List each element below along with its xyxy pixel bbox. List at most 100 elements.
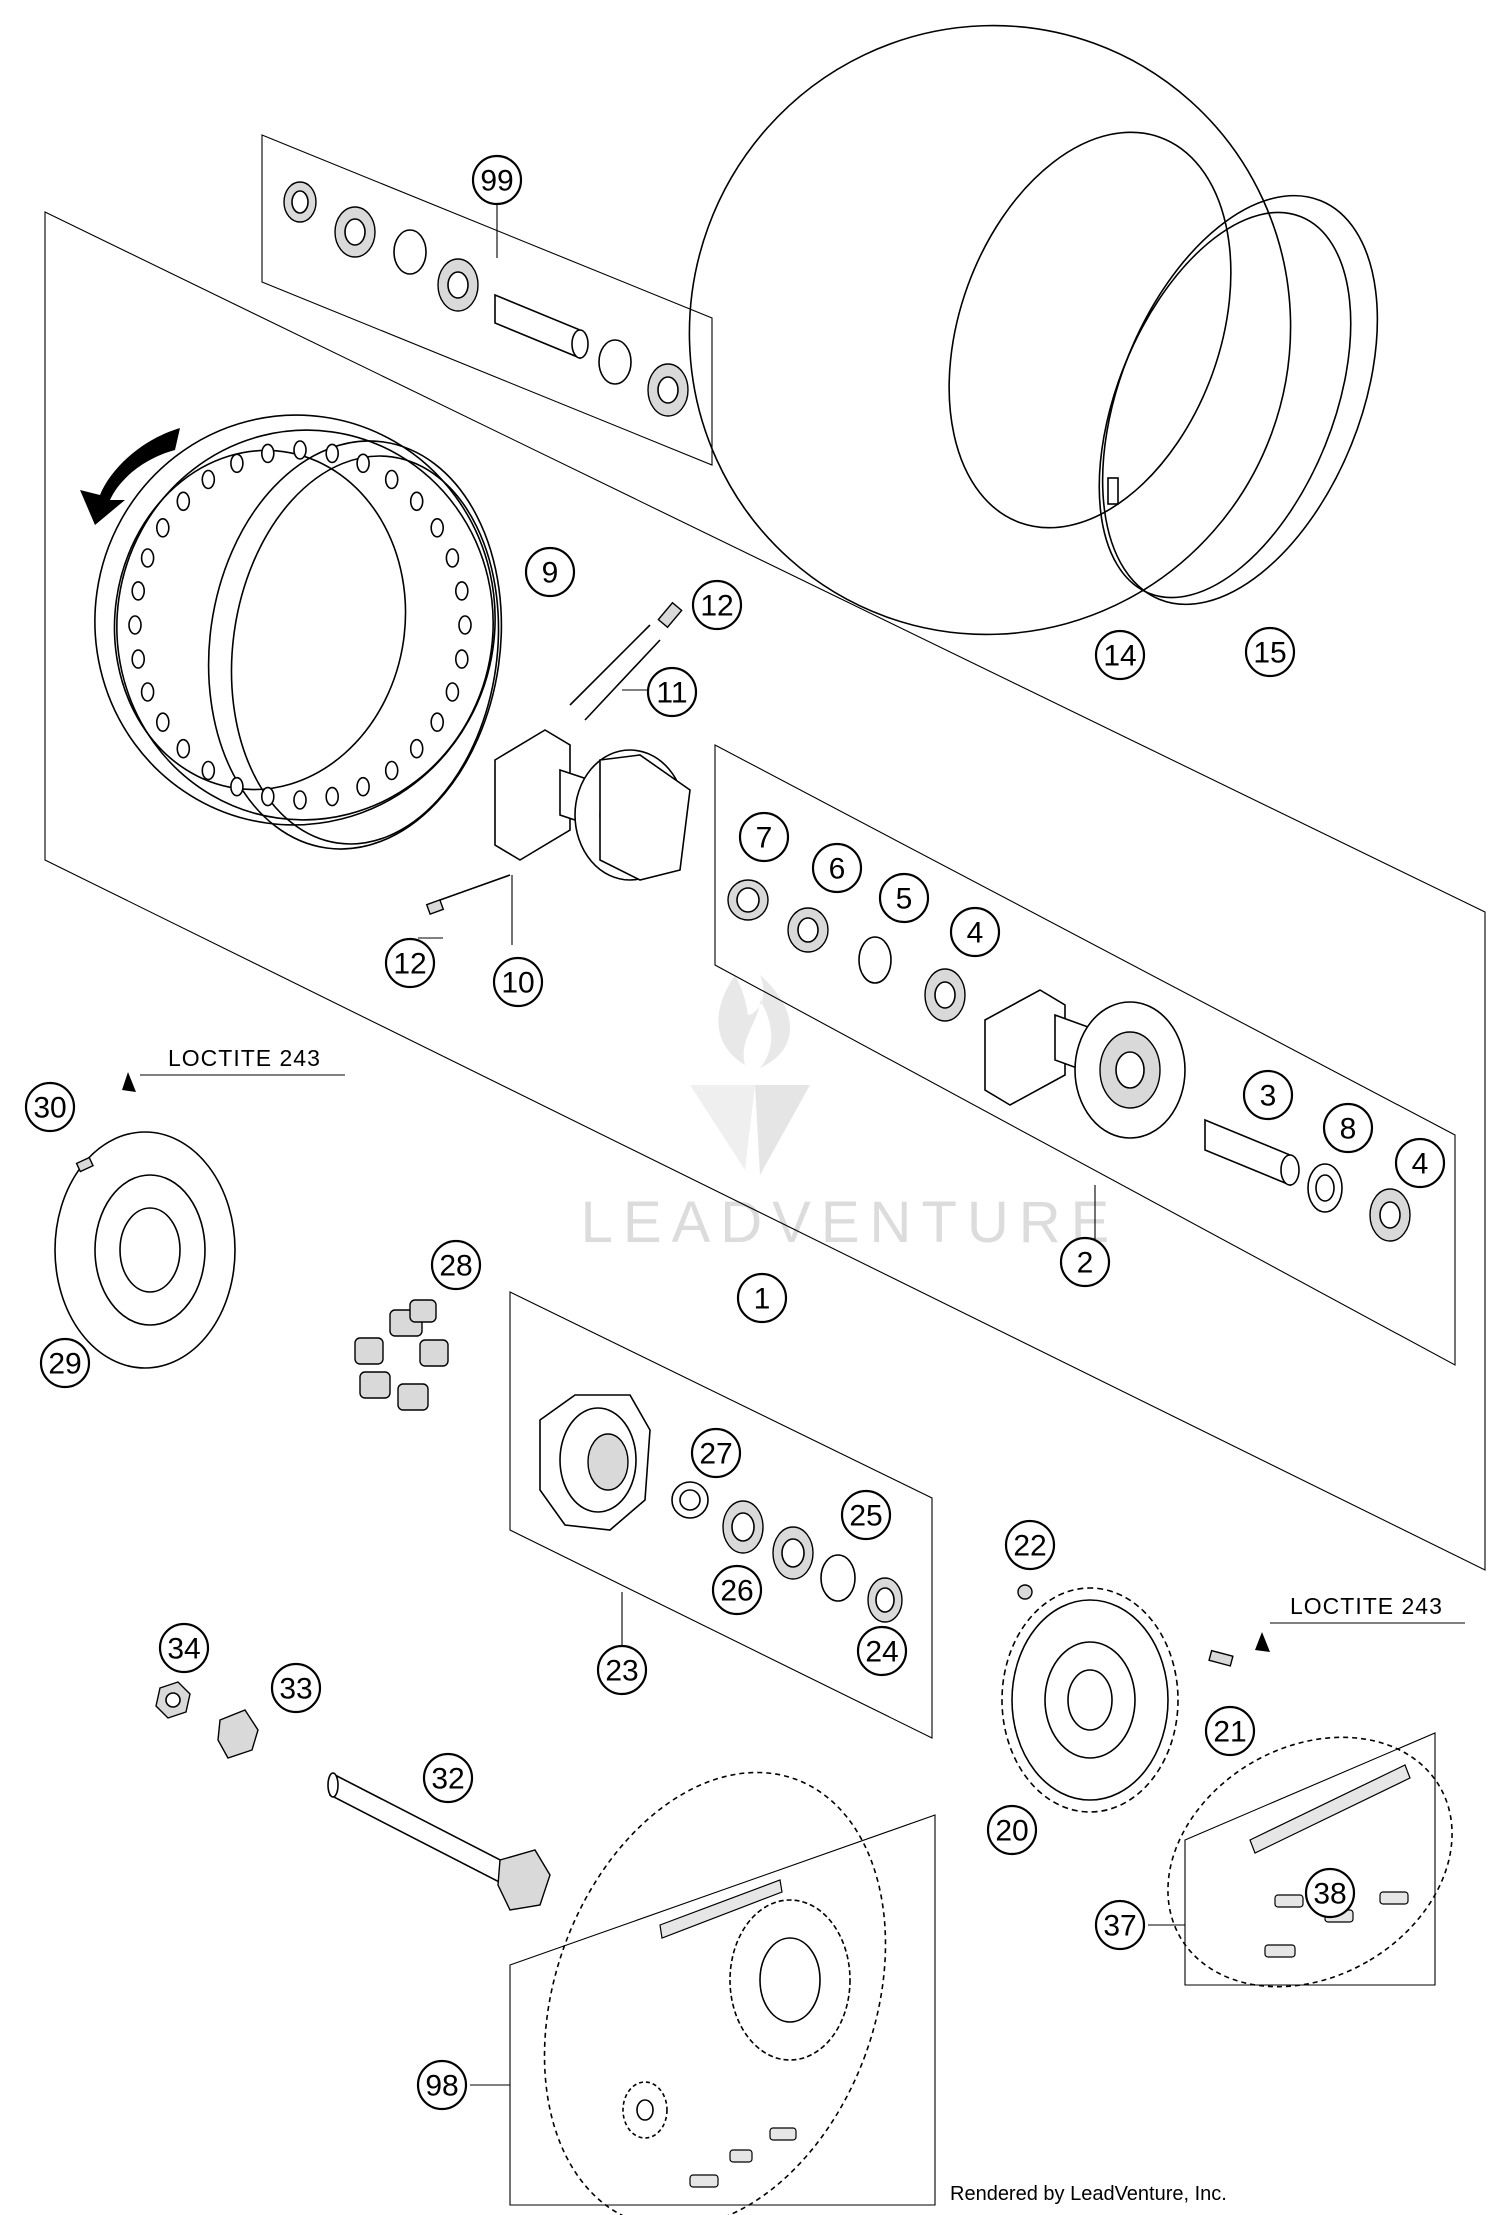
sprocket-carrier-frame	[509, 1291, 933, 1739]
spoke-hole	[201, 760, 216, 781]
callout-number: 38	[1313, 1878, 1346, 1911]
leadventure-watermark-logo	[690, 975, 810, 1175]
callout-7: 7	[738, 811, 790, 863]
spoke-hole	[128, 615, 142, 635]
callout-number: 12	[700, 590, 733, 623]
bearing-kit-frame	[261, 134, 713, 466]
chain-and-master-link	[1167, 1736, 1453, 1988]
loctite-note-left: LOCTITE 243	[168, 1045, 321, 1071]
callout-number: 9	[542, 557, 559, 590]
callout-24: 24	[856, 1625, 908, 1677]
spoke-hole	[260, 786, 275, 807]
callout-23: 23	[596, 1644, 648, 1696]
callout-number: 6	[829, 853, 846, 886]
spoke-and-nipple	[425, 601, 683, 915]
callout-12: 12	[691, 579, 743, 631]
callout-number: 25	[849, 1500, 882, 1533]
callout-8: 8	[1322, 1102, 1374, 1154]
callout-number: 4	[967, 917, 984, 950]
callout-20: 20	[986, 1804, 1038, 1856]
spoke-hole	[445, 682, 460, 702]
callout-4: 4	[1394, 1137, 1446, 1189]
spoke-hole	[140, 682, 155, 702]
spoke-hole	[230, 453, 244, 474]
callout-number: 26	[720, 1575, 753, 1608]
callout-10: 10	[492, 956, 544, 1008]
spoke-hole	[230, 776, 244, 797]
callout-6: 6	[811, 842, 863, 894]
brake-disc	[54, 1131, 236, 1369]
callout-25: 25	[840, 1489, 892, 1541]
callout-14: 14	[1094, 629, 1146, 681]
brake-disc-bolt	[75, 1072, 136, 1173]
callout-15: 15	[1244, 626, 1296, 678]
tire	[688, 24, 1292, 636]
spoke-hole	[293, 440, 307, 460]
callout-number: 20	[995, 1815, 1028, 1848]
spoke-hole	[384, 469, 399, 490]
loctite-note-right: LOCTITE 243	[1290, 1593, 1443, 1619]
callout-37: 37	[1094, 1899, 1146, 1951]
spoke-hole	[131, 649, 145, 669]
callout-number: 28	[439, 1250, 472, 1283]
callout-5: 5	[878, 872, 930, 924]
callout-number: 15	[1253, 637, 1286, 670]
chain-frame	[1184, 1732, 1436, 1986]
callout-number: 34	[167, 1633, 200, 1666]
spoke-hole	[356, 776, 370, 797]
rim-spoke-holes	[128, 440, 472, 810]
spoke-hole	[176, 738, 191, 759]
callout-33: 33	[270, 1662, 322, 1714]
rim-band	[1098, 194, 1379, 606]
callout-4: 4	[949, 906, 1001, 958]
callout-number: 3	[1260, 1080, 1277, 1113]
spoke-hole	[356, 453, 370, 474]
callout-12: 12	[384, 937, 436, 989]
rear-sprocket	[1001, 1587, 1179, 1813]
callout-number: 27	[699, 1438, 732, 1471]
spoke-hole	[454, 581, 469, 601]
sprocket-nut-and-bolt	[1017, 1584, 1270, 1667]
callout-number: 24	[865, 1636, 898, 1669]
callout-number: 29	[48, 1348, 81, 1381]
callout-38: 38	[1304, 1867, 1356, 1919]
render-credit: Rendered by LeadVenture, Inc.	[950, 2183, 1227, 2205]
callout-number: 4	[1412, 1148, 1429, 1181]
cush-drive-dampers	[354, 1299, 449, 1411]
spoke-hole	[293, 790, 307, 810]
spoke-hole	[409, 491, 424, 512]
spoke-hole	[156, 517, 170, 538]
callout-9: 9	[524, 546, 576, 598]
chain-kit	[543, 1771, 887, 2215]
spoke-hole	[131, 581, 145, 601]
spoke-hole	[430, 712, 445, 733]
callout-number: 8	[1340, 1113, 1357, 1146]
callout-number: 1	[754, 1283, 771, 1316]
axle-parts	[155, 1681, 551, 1911]
spoke-hole	[430, 517, 445, 538]
callout-number: 7	[756, 822, 773, 855]
callout-32: 32	[422, 1752, 474, 1804]
callout-number: 98	[425, 2070, 458, 2103]
callout-number: 99	[480, 165, 513, 198]
callout-28: 28	[430, 1239, 482, 1291]
callout-number: 21	[1213, 1716, 1246, 1749]
callout-34: 34	[158, 1622, 210, 1674]
chain-kit-frame	[509, 1814, 936, 2206]
callout-99: 99	[471, 154, 523, 206]
spoke-hole	[384, 760, 399, 781]
callout-98: 98	[416, 2059, 468, 2111]
spoke-hole	[325, 786, 340, 807]
callout-21: 21	[1204, 1705, 1256, 1757]
callout-number: 37	[1103, 1910, 1136, 1943]
spoke-hole	[325, 443, 340, 464]
callout-11: 11	[646, 666, 698, 718]
callout-number: 12	[393, 948, 426, 981]
callout-3: 3	[1242, 1069, 1294, 1121]
spoke-hole	[454, 649, 469, 669]
rotation-direction-arrow	[80, 428, 180, 525]
spoke-hole	[140, 548, 155, 568]
callout-27: 27	[690, 1427, 742, 1479]
